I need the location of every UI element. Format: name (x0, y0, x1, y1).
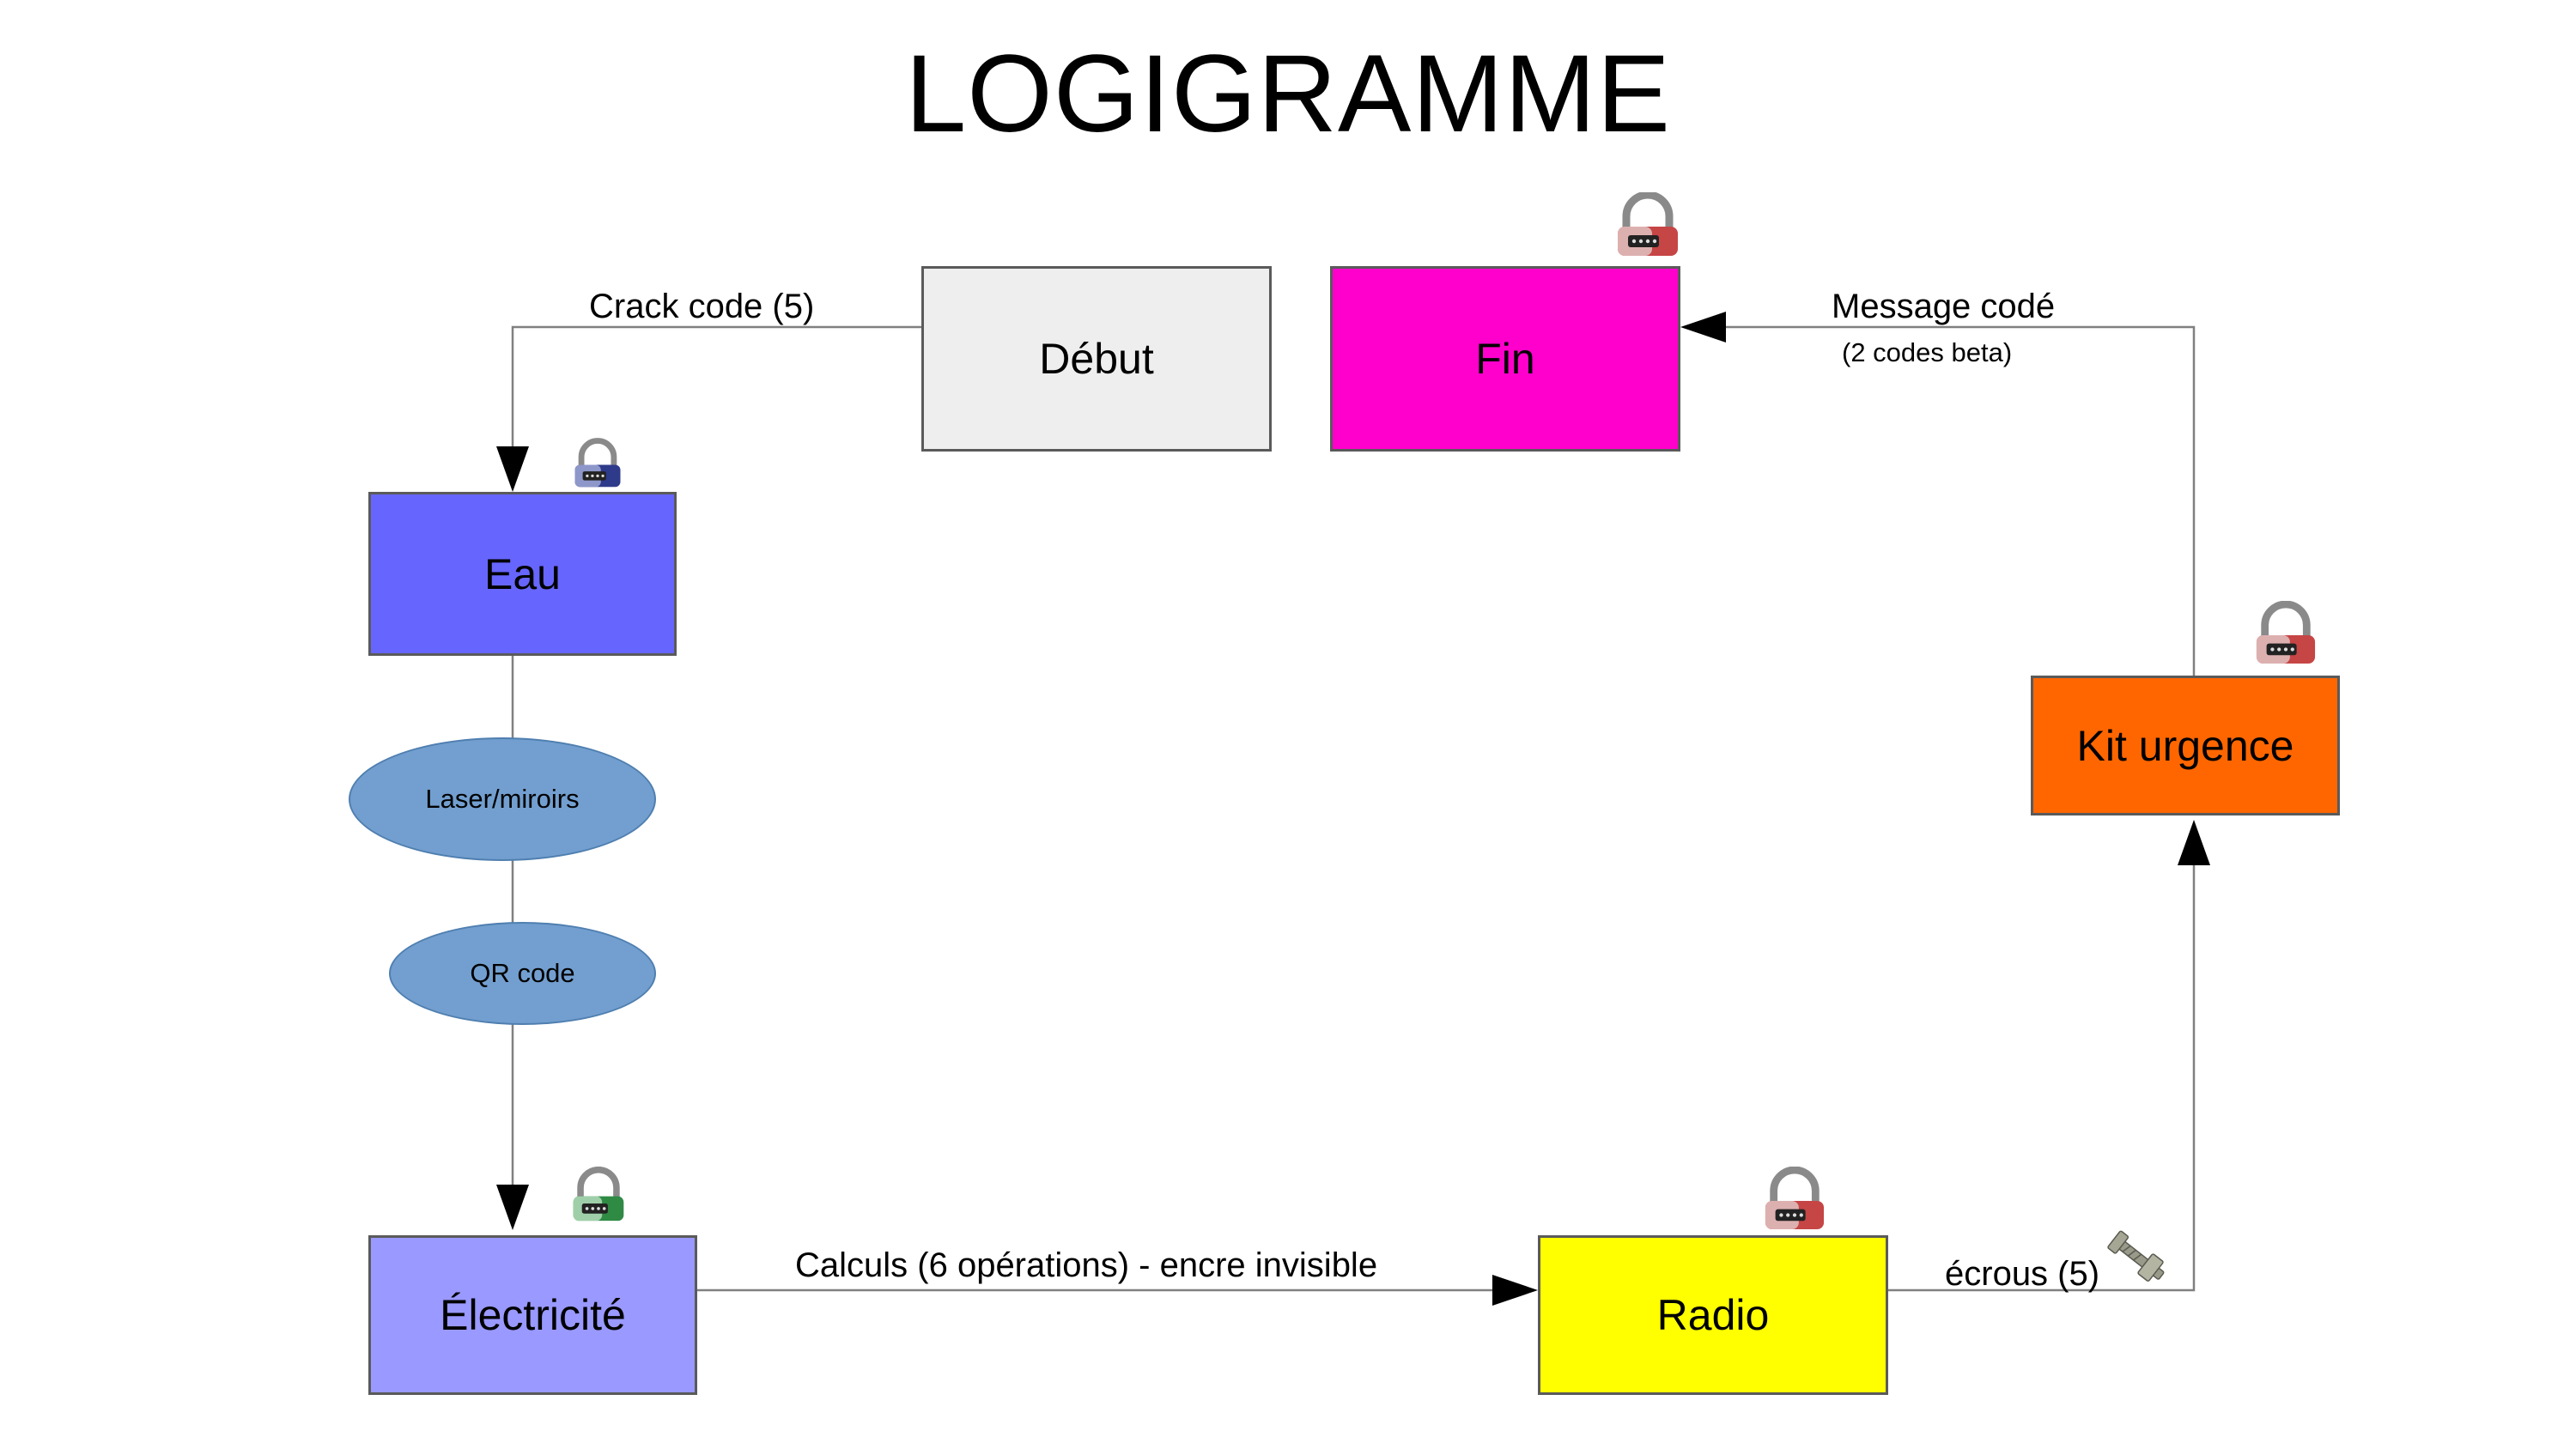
bolt-nut-icon (2107, 1230, 2165, 1282)
edge-radio-kit (1885, 865, 2196, 1292)
node-electricite[interactable]: Électricité (368, 1235, 697, 1395)
page-title: LOGIGRAMME (905, 33, 1671, 155)
node-eau-label: Eau (484, 549, 561, 598)
arrowhead-radio (1492, 1275, 1538, 1306)
node-radio[interactable]: Radio (1538, 1235, 1888, 1395)
edge-label-crack-code: Crack code (5) (589, 288, 815, 325)
arrowhead-eau (496, 446, 529, 492)
edge-label-message-code: Message codé (1832, 288, 2056, 325)
node-laser-label: Laser/miroirs (425, 784, 580, 814)
node-debut[interactable]: Début (921, 266, 1272, 452)
node-fin[interactable]: Fin (1330, 266, 1680, 452)
node-qr-label: QR code (470, 958, 575, 988)
node-kit-urgence[interactable]: Kit urgence (2031, 676, 2340, 815)
node-fin-label: Fin (1475, 335, 1535, 383)
node-eau[interactable]: Eau (368, 492, 677, 656)
padlock-icon (573, 1167, 624, 1222)
edge-kit-fin (1726, 325, 2196, 676)
node-debut-label: Début (1039, 335, 1154, 383)
node-qr-code[interactable]: QR code (389, 922, 656, 1025)
node-laser-miroirs[interactable]: Laser/miroirs (349, 737, 656, 861)
node-electricite-label: Électricité (440, 1291, 626, 1339)
arrowhead-kit (2178, 820, 2210, 865)
edge-label-calculs: Calculs (6 opérations) - encre invisible (795, 1246, 1378, 1284)
edge-label-ecrous: écrous (5) (1945, 1255, 2100, 1293)
node-kit-label: Kit urgence (2076, 721, 2294, 770)
edge-debut-eau (511, 325, 921, 446)
edge-label-message-sub: (2 codes beta) (1842, 337, 2013, 367)
padlock-icon (1765, 1167, 1825, 1230)
node-radio-label: Radio (1656, 1291, 1770, 1339)
padlock-icon (574, 438, 621, 488)
padlock-icon (1618, 192, 1678, 256)
arrowhead-electricite (496, 1185, 529, 1230)
arrowhead-fin (1680, 312, 1726, 343)
padlock-icon (2256, 601, 2316, 664)
